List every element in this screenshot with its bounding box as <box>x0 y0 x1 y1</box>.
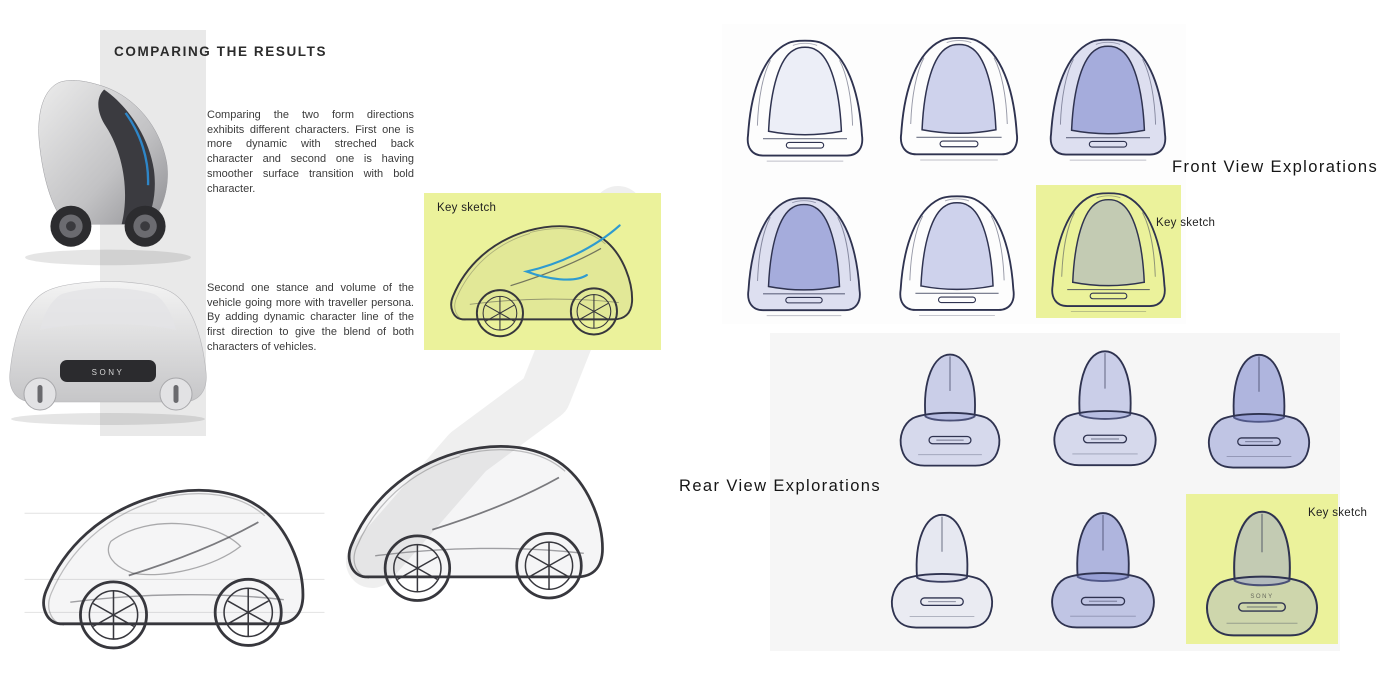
rear-sketch-drawing <box>1032 498 1174 634</box>
accent-character-line <box>124 112 150 186</box>
front-sketch-drawing <box>735 32 875 168</box>
rear-key-sketch-label: Key sketch <box>1308 507 1368 519</box>
rear-sketch-brand-text: SONY <box>1250 593 1273 600</box>
rear-key-sketch-box: SONY <box>1186 494 1338 644</box>
rear-explorations-label: Rear View Explorations <box>679 477 881 495</box>
front-explorations-label: Front View Explorations <box>1172 158 1379 176</box>
key-sketch-label: Key sketch <box>437 202 497 214</box>
rear-sketch-drawing <box>872 500 1012 634</box>
side-sketch-rough <box>24 424 325 694</box>
front-view-sketch <box>886 188 1028 322</box>
front-view-sketch <box>888 28 1030 168</box>
front-sketch-drawing <box>888 28 1030 168</box>
front-sketch-drawing <box>1036 185 1181 318</box>
front-light-bar <box>60 360 156 382</box>
front-sketch-drawing <box>1038 30 1178 168</box>
rear-view-sketch <box>872 500 1012 634</box>
front-view-sketch <box>733 190 875 322</box>
key-sketch-box-side: Key sketch <box>424 193 661 350</box>
front-sketch-drawing <box>886 188 1028 322</box>
front-sketch-drawing <box>733 190 875 322</box>
rear-view-sketch <box>1035 336 1175 472</box>
rear-sketch-drawing: SONY <box>1186 494 1338 644</box>
front-key-sketch-box <box>1036 185 1181 318</box>
side-view-render <box>25 80 191 266</box>
rear-sketch-drawing <box>1188 340 1330 474</box>
rear-view-sketch <box>1032 498 1174 634</box>
accent-character-line <box>522 224 621 281</box>
comparison-paragraph-1: Comparing the two form directions exhibi… <box>207 109 414 195</box>
comparison-paragraph-2: Second one stance and volume of the vehi… <box>207 282 414 353</box>
page-title: COMPARING THE RESULTS <box>114 44 328 59</box>
rear-view-sketch <box>880 340 1020 472</box>
front-key-sketch-label: Key sketch <box>1156 217 1216 229</box>
brand-logo-text: SONY <box>92 368 125 377</box>
front-view-render: SONY <box>9 281 207 425</box>
rear-view-sketch <box>1188 340 1330 474</box>
side-sketch-clean <box>328 410 626 632</box>
rear-sketch-drawing <box>1035 336 1175 472</box>
front-view-sketch <box>735 32 875 168</box>
key-side-sketch <box>427 224 658 346</box>
front-view-sketch <box>1038 30 1178 168</box>
rear-sketch-drawing <box>880 340 1020 472</box>
